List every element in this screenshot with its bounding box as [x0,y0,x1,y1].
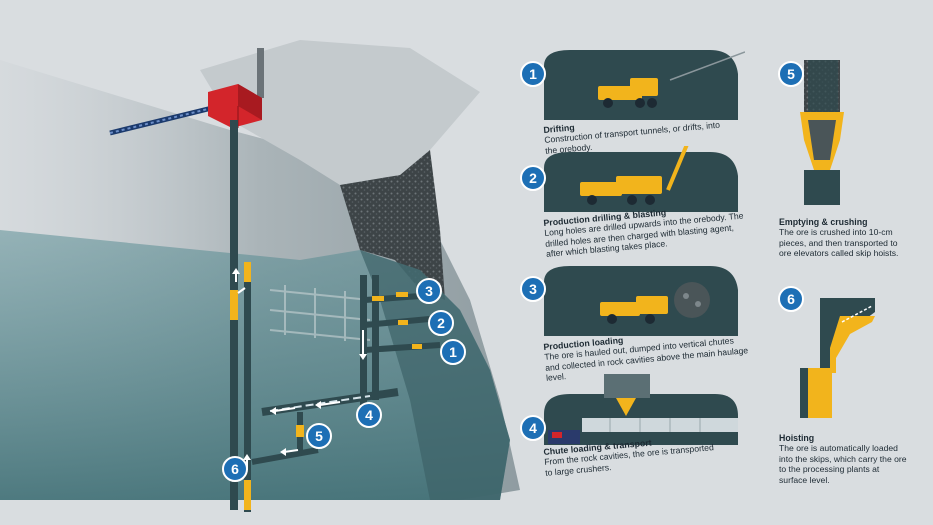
scene-marker-1: 1 [440,339,466,365]
surface-conveyor [109,105,213,136]
step-5-description: The ore is crushed into 10-cm pieces, an… [779,227,899,259]
step-2-illustration [544,146,738,212]
step-badge-3: 3 [520,276,546,302]
step-5-illustration [800,60,844,205]
step-6-text: Hoisting The ore is automatically loaded… [779,433,909,485]
step-badge-6: 6 [778,286,804,312]
scene-marker-3: 3 [416,278,442,304]
step-1-illustration [544,50,745,120]
headframe-chimney [257,48,264,98]
scene-marker-2: 2 [428,310,454,336]
step-6-description: The ore is automatically loaded into the… [779,443,907,485]
flow-arrows [232,268,367,470]
rock-mass [200,40,480,185]
scene-marker-5: 5 [306,423,332,449]
step-3-illustration [544,266,738,336]
secondary-shaft [244,262,251,512]
step-6-illustration [800,298,875,418]
scene-marker-4: 4 [356,402,382,428]
step-5-title: Emptying & crushing [779,217,868,227]
step-5-text: Emptying & crushing The ore is crushed i… [779,217,904,259]
step-badge-5: 5 [778,61,804,87]
step-badge-1: 1 [520,61,546,87]
step-4-illustration [544,374,738,445]
scene-marker-6: 6 [222,456,248,482]
step-badge-2: 2 [520,165,546,191]
underground-front-face [360,250,510,500]
step-6-title: Hoisting [779,433,815,443]
step-badge-4: 4 [520,415,546,441]
orebody [340,150,445,300]
drift-grid [269,285,371,341]
